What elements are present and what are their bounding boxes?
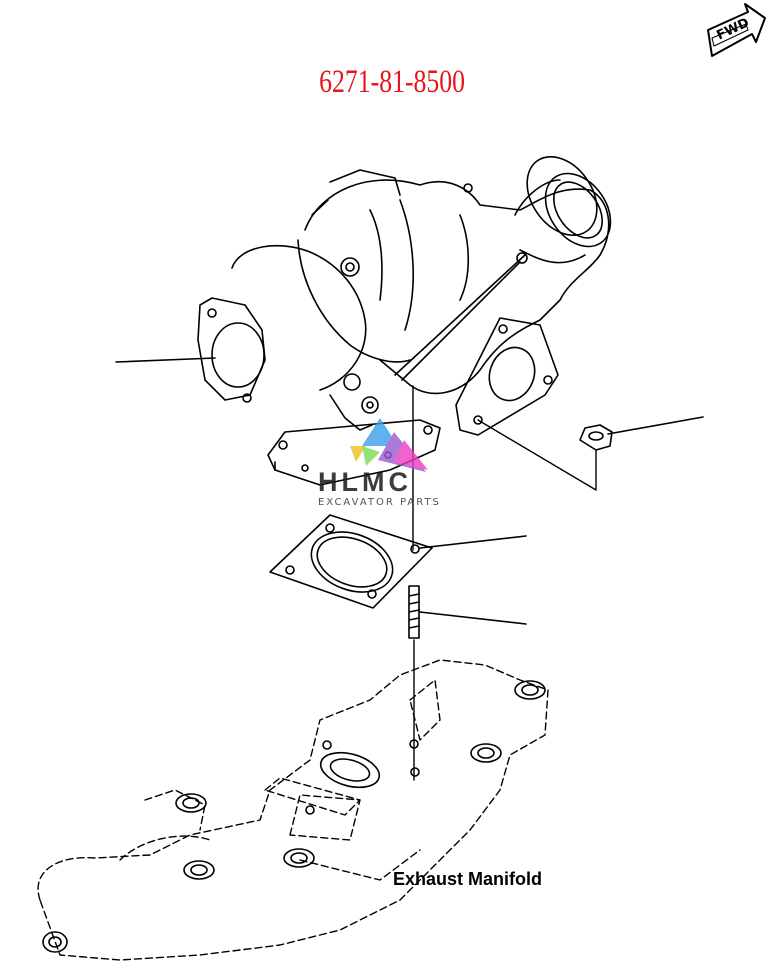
- exhaust-manifold: [37, 659, 549, 961]
- turbocharger: [197, 155, 612, 486]
- watermark-brand: HLMC: [318, 467, 412, 497]
- manifold-ports: [42, 680, 546, 953]
- fwd-arrow-icon: [707, 3, 766, 57]
- gasket: [269, 514, 433, 609]
- exhaust-manifold-label: Exhaust Manifold: [393, 869, 543, 889]
- watermark-tagline: EXCAVATOR PARTS: [318, 497, 441, 508]
- stud: [408, 585, 420, 639]
- turbocharger-callout-line: [115, 357, 216, 363]
- stud-callout-line: [419, 611, 527, 625]
- nut: [579, 424, 613, 451]
- gasket-callout-line: [419, 535, 527, 549]
- assembly-guide-lines: [412, 385, 597, 781]
- part-number: 6271-81-8500: [319, 64, 466, 100]
- nut-callout-line: [607, 416, 704, 435]
- watermark-logo-icon: [350, 418, 428, 472]
- callout-lines: [115, 357, 704, 625]
